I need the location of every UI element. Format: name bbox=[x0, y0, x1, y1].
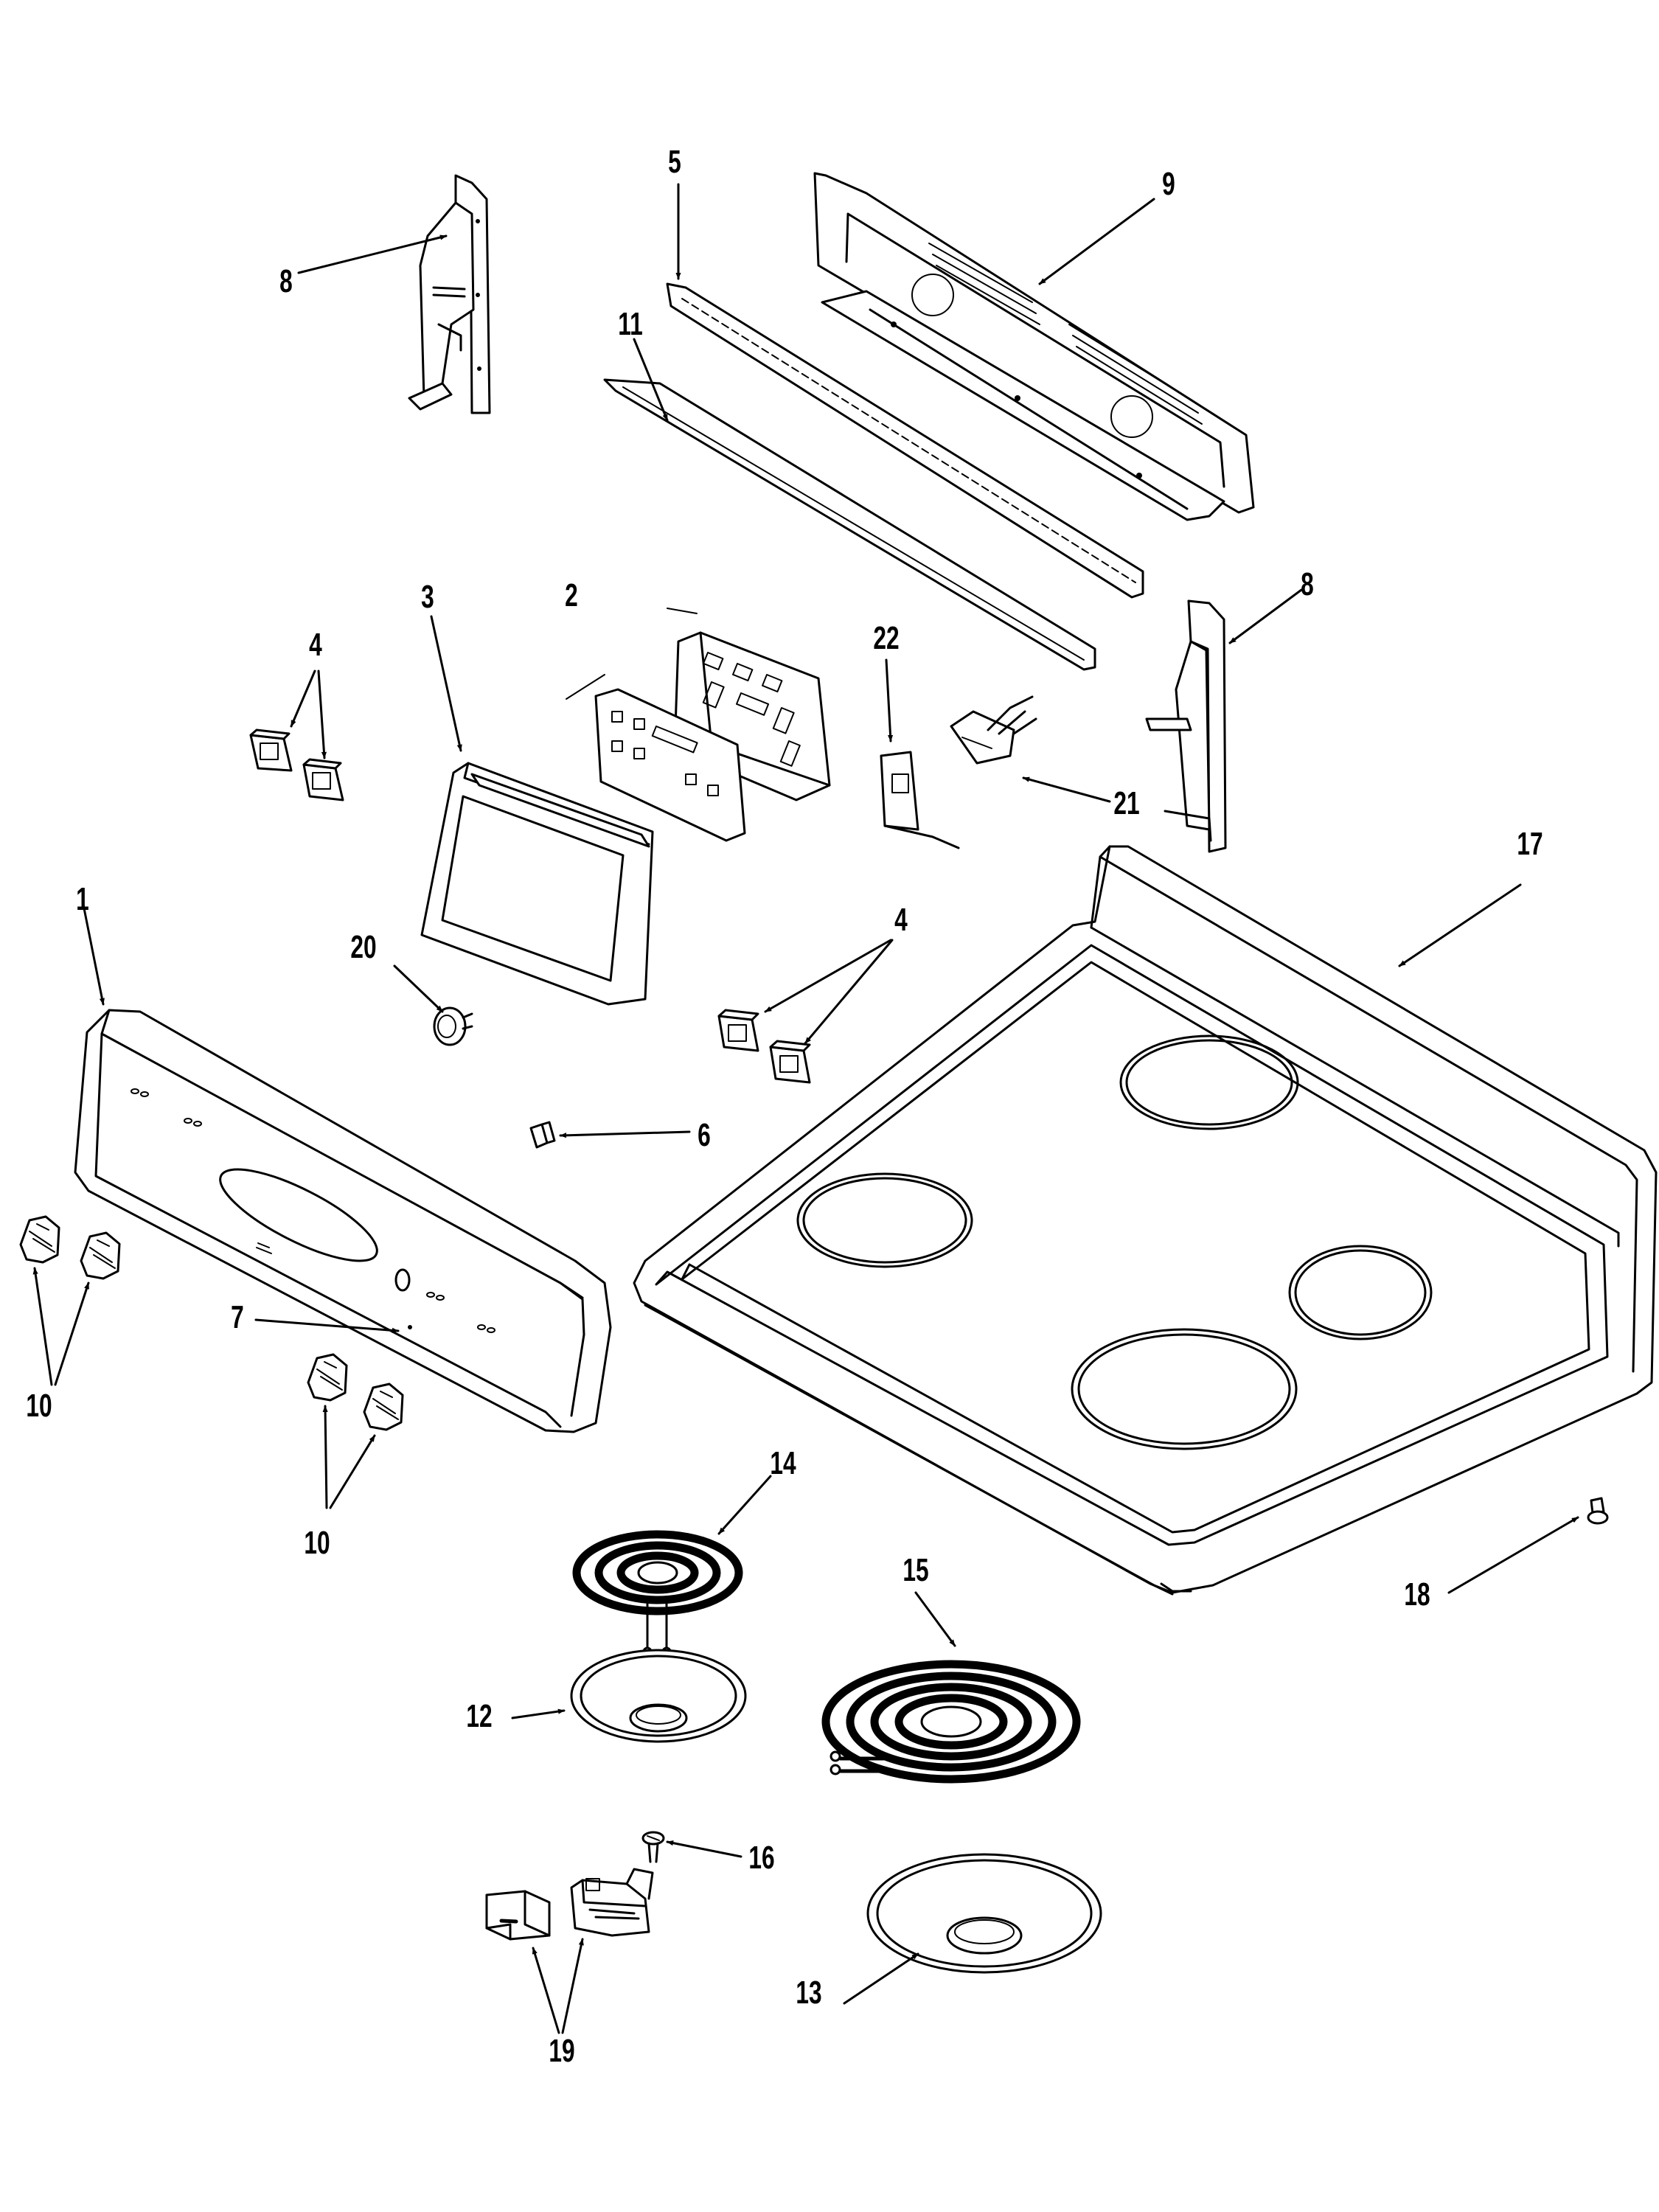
insulation-strip bbox=[603, 378, 1096, 671]
callout-11: 11 bbox=[618, 306, 643, 342]
callout-4-right: 4 bbox=[894, 902, 908, 938]
callout-5: 5 bbox=[668, 144, 681, 180]
callout-2: 2 bbox=[565, 577, 578, 613]
cooktop-main-top bbox=[633, 845, 1658, 1596]
rocker-switch bbox=[529, 1121, 556, 1149]
control-knobs bbox=[19, 1215, 404, 1431]
callout-9: 9 bbox=[1162, 166, 1175, 202]
callout-18: 18 bbox=[1404, 1576, 1430, 1613]
terminal-block bbox=[950, 695, 1037, 765]
drip-pan-large bbox=[866, 1853, 1102, 1974]
callout-3: 3 bbox=[421, 579, 434, 615]
callout-4-left: 4 bbox=[309, 627, 322, 663]
callout-7: 7 bbox=[231, 1299, 244, 1335]
element-receptacle bbox=[485, 1868, 654, 1941]
callout-17: 17 bbox=[1517, 826, 1543, 862]
callout-6: 6 bbox=[698, 1117, 711, 1153]
callout-13: 13 bbox=[796, 1975, 822, 2011]
side-trim-left bbox=[408, 174, 491, 414]
control-panel-backguard bbox=[74, 1009, 612, 1433]
callout-20: 20 bbox=[350, 929, 377, 965]
callout-21: 21 bbox=[1113, 785, 1140, 821]
drip-pan-small bbox=[570, 1649, 747, 1743]
surface-element-small bbox=[572, 1530, 743, 1657]
callout-15: 15 bbox=[902, 1552, 929, 1588]
callout-8-right: 8 bbox=[1301, 566, 1314, 602]
sensor-bracket bbox=[880, 751, 960, 849]
electronic-control-assembly bbox=[566, 608, 831, 842]
screw bbox=[641, 1831, 665, 1863]
foot-clip bbox=[1587, 1497, 1609, 1525]
callout-12: 12 bbox=[466, 1698, 493, 1734]
leader-lines bbox=[32, 183, 1579, 2034]
rear-trim-strip bbox=[666, 282, 1144, 599]
callout-8-left: 8 bbox=[279, 263, 293, 299]
infinite-switches-left bbox=[249, 728, 344, 801]
surface-element-large bbox=[821, 1660, 1081, 1784]
callout-10-left: 10 bbox=[26, 1388, 52, 1424]
callout-19: 19 bbox=[549, 2033, 575, 2069]
callout-22: 22 bbox=[873, 620, 900, 656]
callout-10-bottom: 10 bbox=[304, 1525, 330, 1561]
rear-control-panel bbox=[813, 172, 1255, 521]
infinite-switches-right bbox=[717, 1009, 811, 1084]
callout-14: 14 bbox=[770, 1445, 796, 1481]
side-trim-right bbox=[1145, 599, 1227, 853]
callout-1: 1 bbox=[76, 881, 89, 917]
callout-16: 16 bbox=[748, 1840, 775, 1876]
indicator-lamp bbox=[433, 1006, 473, 1046]
display-bezel bbox=[420, 762, 654, 1006]
